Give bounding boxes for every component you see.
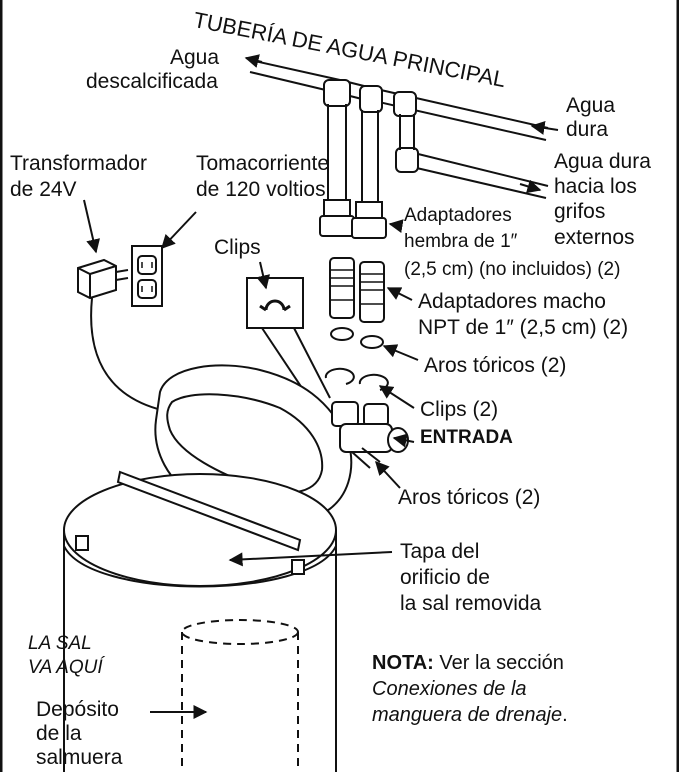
label-hard-outside-line2: hacia los <box>554 175 637 198</box>
arrow-female-adapters <box>388 219 404 233</box>
label-female-adapters-line2: hembra de 1″ <box>404 231 518 252</box>
label-o-rings-bottom: Aros tóricos (2) <box>398 486 541 509</box>
arrow-clips <box>378 385 415 409</box>
note-italic-2: manguera de drenaje <box>372 704 563 726</box>
arrow-inlet <box>392 433 415 448</box>
pipe-elbow-bottom <box>395 147 419 173</box>
arrow-o-rings-bottom <box>375 460 401 489</box>
arrow-soft-water <box>244 54 263 68</box>
label-brine-tank-line2: de la <box>36 722 82 745</box>
main-pipe-left <box>249 59 373 101</box>
o-ring-right <box>360 335 384 349</box>
label-inlet: ENTRADA <box>420 427 513 448</box>
transformer-box <box>77 258 117 300</box>
note-line3: manguera de drenaje. <box>372 704 568 726</box>
bypass-valve <box>331 401 409 453</box>
clips-inset-box <box>246 277 304 329</box>
label-o-rings-top: Aros tóricos (2) <box>424 354 567 377</box>
note-line2: Conexiones de la <box>372 678 527 700</box>
label-hard-outside-line3: grifos <box>554 200 606 223</box>
outdoor-pipe <box>407 151 549 199</box>
note-text: Ver la sección <box>433 652 564 674</box>
arrow-salt-lid <box>228 551 393 567</box>
label-brine-tank-line1: Depósito <box>36 698 119 721</box>
label-outlet-line1: Tomacorriente <box>196 152 330 175</box>
arrow-hard-water <box>530 120 559 135</box>
arrow-outdoor <box>519 179 542 194</box>
arrow-male-adapters <box>386 287 413 301</box>
label-male-adapters-line2: NPT de 1″ (2,5 cm) (2) <box>418 316 629 339</box>
label-salt-lid-line1: Tapa del <box>400 540 480 563</box>
label-female-adapters-line3: (2,5 cm) (no incluidos) (2) <box>404 259 621 280</box>
label-salt-here-line1: LA SAL <box>28 633 92 654</box>
label-salt-here-line2: VA AQUÍ <box>28 657 103 678</box>
valve-display <box>166 393 324 494</box>
label-hard-outside-line1: Agua dura <box>554 150 651 173</box>
wall-outlet <box>131 245 163 307</box>
label-clips-box: Clips <box>214 236 261 259</box>
arrow-outlet <box>161 211 197 250</box>
label-soft-water-line1: Agua <box>170 46 220 69</box>
pipe-elbow-right <box>393 91 417 117</box>
label-transformer-line2: de 24V <box>10 178 77 201</box>
label-soft-water-line2: descalcificada <box>86 70 218 93</box>
label-outlet-line2: de 120 voltios <box>196 178 326 201</box>
pipe-tee <box>359 85 383 113</box>
male-adapters <box>329 257 385 323</box>
label-brine-tank-line3: salmuera <box>36 746 123 769</box>
note-line1: NOTA: Ver la sección <box>372 652 564 674</box>
label-male-adapters-line1: Adaptadores macho <box>418 290 606 313</box>
arrow-o-rings-top <box>382 344 419 361</box>
power-cord <box>90 297 171 413</box>
note-end: . <box>562 704 568 726</box>
vertical-pipes <box>327 104 415 210</box>
label-salt-lid-line3: la sal removida <box>400 592 542 615</box>
female-adapters <box>319 199 387 239</box>
label-clips: Clips (2) <box>420 398 499 421</box>
brine-well <box>181 619 299 772</box>
note-bold: NOTA: <box>372 652 434 674</box>
pipe-elbow-left <box>323 79 351 107</box>
label-hard-water-line1: Agua <box>566 94 616 117</box>
label-salt-lid-line2: orificio de <box>400 566 490 589</box>
label-female-adapters-line1: Adaptadores <box>404 205 512 226</box>
clip-left <box>324 367 355 385</box>
tank-rim <box>63 530 337 588</box>
label-transformer-line1: Transformador <box>10 152 147 175</box>
o-ring-left <box>330 327 354 341</box>
label-hard-water-line2: dura <box>566 118 609 141</box>
arrow-transformer <box>83 199 100 254</box>
label-hard-outside-line4: externos <box>554 226 635 249</box>
salt-lid-slot <box>116 470 302 552</box>
arrow-clips-box <box>256 261 270 290</box>
